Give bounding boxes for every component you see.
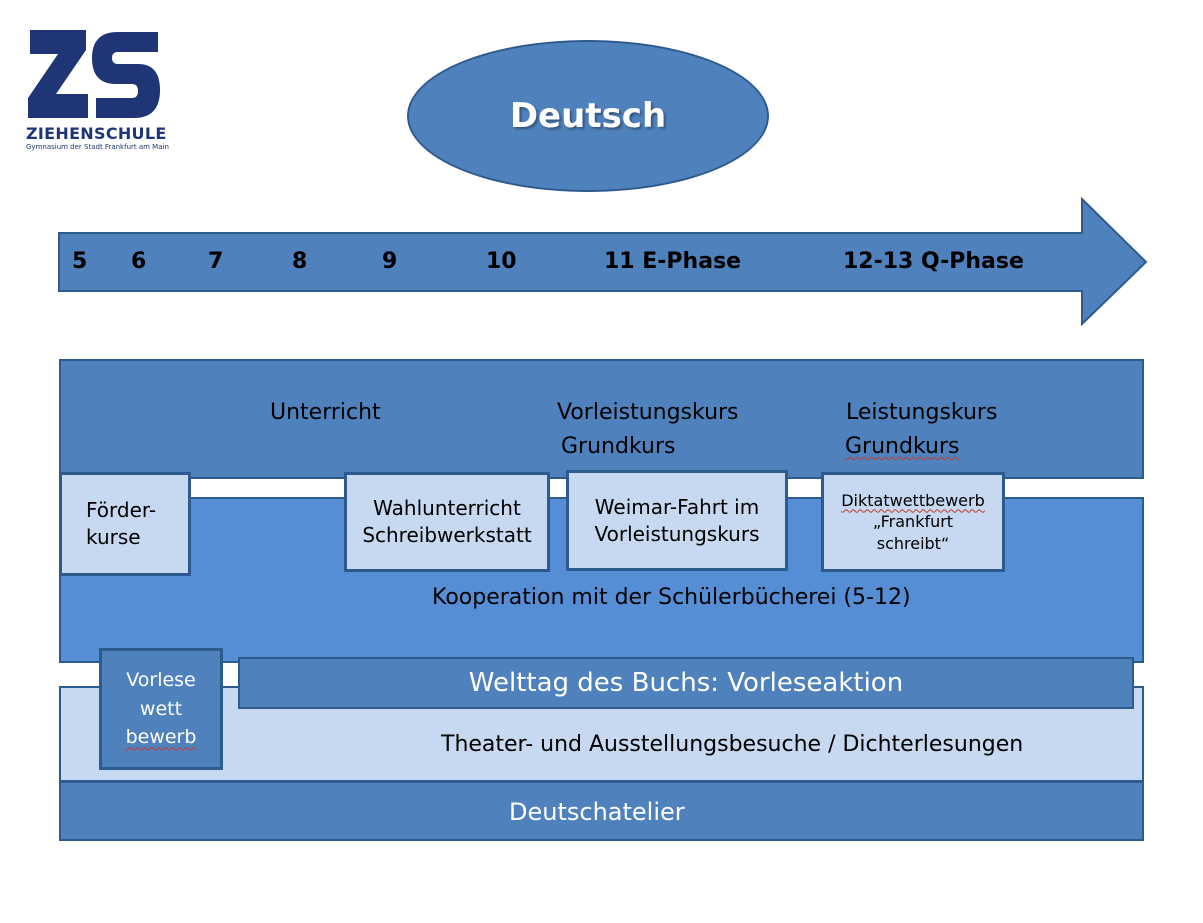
box-text-line: Vorleistungskurs	[594, 521, 760, 546]
page-title: Deutsch	[509, 96, 667, 136]
timeline-tick: 11 E-Phase	[604, 249, 742, 274]
box-text-line: Schreibwerkstatt	[362, 523, 532, 547]
foerderkurse-box: Förder- kurse	[59, 472, 191, 576]
logo-name: ZIEHENSCHULE	[26, 124, 167, 143]
timeline-tick: 10	[486, 249, 517, 274]
label-leistungskurs: Leistungskurs	[846, 400, 998, 425]
label-vorleistungskurs: Vorleistungskurs	[557, 400, 739, 425]
timeline-tick: 12-13 Q-Phase	[843, 249, 1024, 274]
logo-subtitle: Gymnasium der Stadt Frankfurt am Main	[26, 143, 169, 151]
label-kooperation: Kooperation mit der Schülerbücherei (5-1…	[432, 585, 911, 610]
box-text-line: Wahlunterricht	[373, 496, 521, 520]
wahlunterricht-box: Wahlunterricht Schreibwerkstatt	[344, 472, 550, 572]
vorlesewettbewerb-box: Vorlese wett bewerb	[99, 648, 223, 770]
box-text-line: bewerb	[125, 726, 197, 749]
label-grundkurs: Grundkurs	[561, 434, 676, 459]
label-deutschatelier: Deutschatelier	[509, 798, 685, 826]
box-text-line: Diktatwettbewerb	[841, 490, 985, 510]
title-ellipse: Deutsch	[407, 40, 769, 192]
timeline-tick: 5	[72, 249, 88, 274]
welttag-box: Welttag des Buchs: Vorleseaktion	[238, 657, 1134, 709]
deutschatelier-band	[59, 781, 1144, 841]
label-theater: Theater- und Ausstellungsbesuche / Dicht…	[441, 732, 1024, 757]
label-grundkurs-q: Grundkurs	[845, 434, 960, 459]
timeline-tick: 8	[292, 249, 308, 274]
timeline-tick: 9	[382, 249, 398, 274]
diktatwettbewerb-box: Diktatwettbewerb „Frankfurt schreibt“	[821, 472, 1005, 572]
timeline-tick: 6	[131, 249, 147, 274]
box-text-line: schreibt“	[876, 533, 950, 553]
box-text-line: Weimar-Fahrt im	[594, 494, 760, 519]
timeline-tick: 7	[208, 249, 224, 274]
label-unterricht: Unterricht	[270, 400, 381, 425]
label-welttag: Welttag des Buchs: Vorleseaktion	[468, 668, 904, 698]
box-text-line: wett	[139, 697, 183, 720]
box-text-line: Vorlese	[126, 669, 196, 692]
box-text-line: „Frankfurt	[872, 512, 954, 532]
ziehenschule-logo	[28, 30, 160, 118]
box-text-line: kurse	[86, 525, 141, 549]
weimar-fahrt-box: Weimar-Fahrt im Vorleistungskurs	[566, 470, 788, 571]
timeline-arrow	[58, 196, 1148, 327]
box-text-line: Förder-	[86, 498, 157, 522]
